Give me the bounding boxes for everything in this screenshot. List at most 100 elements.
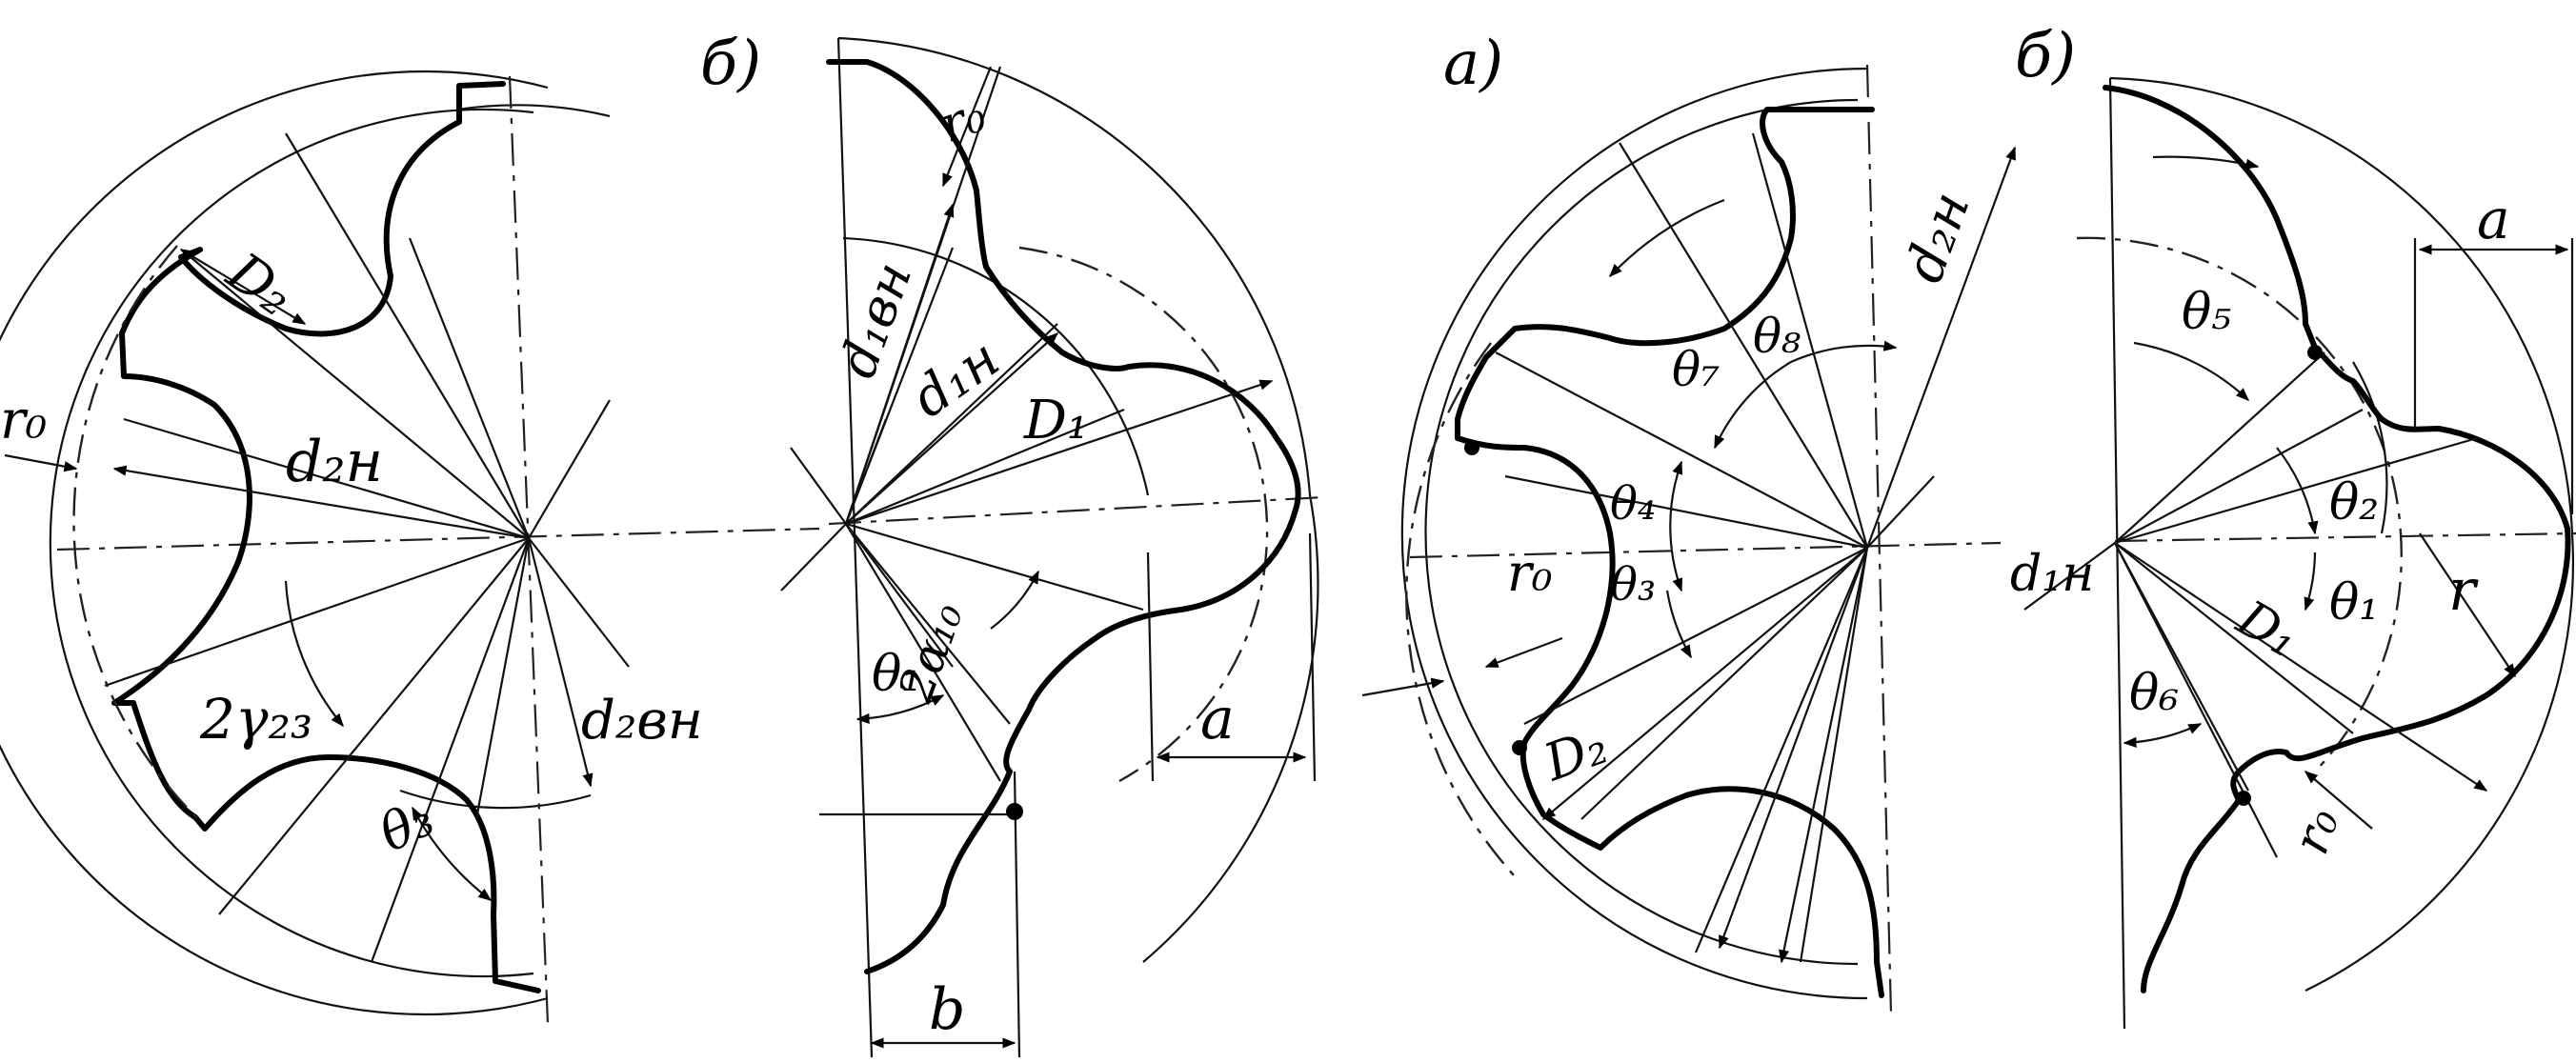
p4-theta5-arc xyxy=(2133,341,2250,401)
p3-label-theta7: θ₇ xyxy=(1672,342,1720,397)
p3-radial-3 xyxy=(1495,351,1868,549)
p1-radial-10 xyxy=(528,537,630,668)
p1-horizontal-axis xyxy=(56,527,820,552)
p3-label-theta8: θ₈ xyxy=(1753,309,1801,364)
p2-label-d1vn: d₁вн xyxy=(827,254,923,385)
p3-bottom-arrow-2 xyxy=(1718,547,1869,950)
p3-theta3-arc xyxy=(1665,590,1692,659)
p4-vertical-axis xyxy=(2108,77,2126,1030)
p2-radial-11 xyxy=(845,522,1144,612)
p1-radial-5 xyxy=(218,537,530,915)
p4-rotation-arrow xyxy=(2152,155,2260,170)
p4-panel-label: б) xyxy=(2015,21,2076,91)
p2-label-D1: D₁ xyxy=(1023,390,1088,451)
p2-d1vn-arrow xyxy=(844,203,955,525)
p3-label-r0: r₀ xyxy=(1507,543,1552,603)
p3-inner-circle xyxy=(1424,98,1859,966)
p4-dashed-pitch xyxy=(2076,236,2403,772)
p4-label-a: a xyxy=(2477,187,2510,251)
p2-radial-8 xyxy=(780,523,847,592)
p2-radial-6 xyxy=(845,523,1011,725)
p3-radial-1 xyxy=(1619,142,1868,549)
p2-label-b: b xyxy=(929,976,965,1043)
p4-outer-circle xyxy=(2109,76,2574,992)
p4-r0-arrow xyxy=(2304,771,2373,830)
p4-label-theta2: θ₂ xyxy=(2329,474,2379,532)
p2-label-d1n: d₁н xyxy=(901,328,1011,431)
p3-bottom-arrow-1 xyxy=(1779,547,1869,964)
p3-rotation-arrow xyxy=(1609,198,1725,278)
p1-d2vn-arrow xyxy=(527,537,594,788)
p1-arc-bottom-right xyxy=(399,789,592,810)
p3-theta4-arc xyxy=(1669,460,1683,592)
p3-D2-arrow xyxy=(1541,547,1868,820)
p3-outer-circle xyxy=(1400,67,1868,1000)
p3-panel-label: а) xyxy=(1443,29,1503,99)
p4-label-theta1: θ₁ xyxy=(2329,574,2379,632)
p1-dashed-pitch xyxy=(72,245,201,822)
p3-radial-2 xyxy=(1751,132,1869,549)
p4-label-D1: D₁ xyxy=(2227,590,2308,670)
p1-radial-8 xyxy=(474,537,531,820)
panel-2-male-rotor: r₀ d₁вн d₁н D₁ θ₁ 2α₁₀ a b xyxy=(780,36,1325,1058)
p4-radial-4 xyxy=(2114,542,2354,734)
p2-tooth-profile xyxy=(826,59,1301,974)
p1-radial-6 xyxy=(370,537,531,963)
p3-label-theta4: θ₄ xyxy=(1610,477,1656,531)
p1-label-2gamma: 2γ₂₃ xyxy=(199,687,312,752)
p2-label-a: a xyxy=(1200,686,1235,752)
p2-2alpha-arc xyxy=(990,570,1039,630)
p4-label-theta6: θ₆ xyxy=(2129,665,2179,722)
p1-radial-7 xyxy=(408,237,531,539)
p1-outer-circle xyxy=(0,70,549,1016)
p1-radial-1 xyxy=(285,132,530,539)
p3-radial-8 xyxy=(1799,547,1869,963)
p4-radial-1 xyxy=(2114,351,2325,544)
p2-dashed-pitch xyxy=(1018,246,1269,783)
p2-a-guide-1 xyxy=(1146,552,1155,782)
p4-radial-3 xyxy=(2114,436,2478,545)
p3-r0-arrow-2 xyxy=(1484,636,1563,669)
p3-theta7-arc xyxy=(1713,361,1792,450)
p4-D1-arrow xyxy=(2114,542,2488,792)
p1-theta3-arc xyxy=(412,806,493,901)
p2-outer-circle xyxy=(837,36,1319,963)
p1-panel-label: б) xyxy=(700,29,761,99)
panel-1-female-rotor: D₂ r₀ d₂н d₂вн 2γ₂₃ θ₃ б) xyxy=(0,29,820,1025)
p4-theta2-arc xyxy=(2276,447,2319,535)
p4-dot-1 xyxy=(2307,345,2323,360)
p2-pitch-circle xyxy=(842,236,1150,496)
p2-label-r0: r₀ xyxy=(933,86,994,154)
p1-2gamma-arc xyxy=(284,580,344,728)
p2-dot-bottom xyxy=(1006,803,1023,820)
panel-3-female-rotor: а) d₂н θ₈ θ₇ θ₄ θ₃ r₀ D₂ xyxy=(1361,29,2017,1015)
p2-radial-7 xyxy=(845,523,954,668)
p3-r0-arrow-1 xyxy=(1361,677,1445,697)
p3-dot-1 xyxy=(1464,440,1479,455)
p2-vertical-axis xyxy=(836,37,874,1058)
p1-tooth-profile xyxy=(111,81,541,993)
p2-radial-3 xyxy=(845,323,1058,525)
p4-radial-2 xyxy=(2114,409,2364,544)
p4-dot-2 xyxy=(2236,791,2251,806)
p2-theta1-arc xyxy=(855,694,945,725)
p2-radial-9 xyxy=(790,447,847,525)
p1-inner-circle xyxy=(49,108,534,978)
p3-dot-2 xyxy=(1512,740,1527,755)
p3-radial-4 xyxy=(1504,474,1868,550)
p1-d2n-arrow xyxy=(112,465,530,540)
p4-horizontal-axis xyxy=(2114,532,2576,543)
p4-arc-mid xyxy=(2352,361,2388,534)
p3-horizontal-axis xyxy=(1409,541,2002,559)
p2-label-theta1: θ₁ xyxy=(872,646,921,703)
p3-radial-7 xyxy=(1694,547,1869,953)
p3-radial-9 xyxy=(1866,475,1935,549)
p1-D2-dim xyxy=(179,249,307,325)
p1-radial-9 xyxy=(528,399,611,539)
p2-d1n-arrow xyxy=(845,332,1059,525)
p2-radial-5 xyxy=(845,523,1001,782)
p1-radial-3 xyxy=(123,417,530,540)
p4-label-r: r xyxy=(2448,557,2479,624)
panel-4-male-rotor: б) a θ₅ θ₂ d₁н D₁ θ₁ r θ₆ r₀ xyxy=(2010,21,2576,1030)
